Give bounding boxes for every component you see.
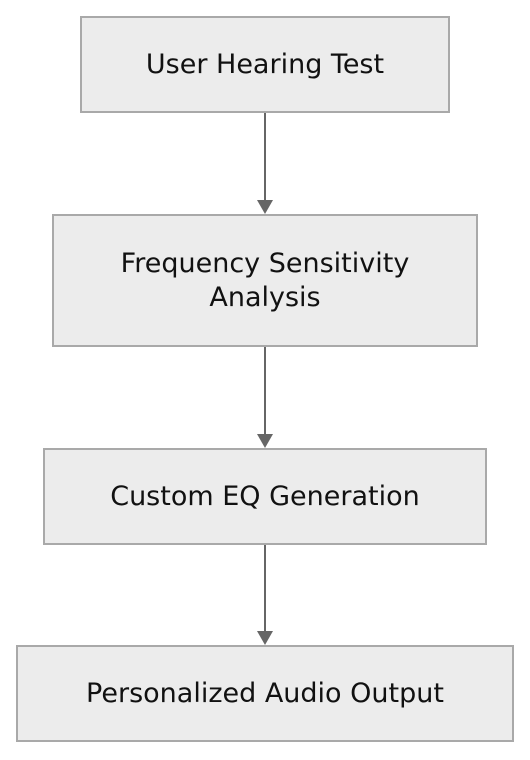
node-label: User Hearing Test (145, 48, 385, 80)
arrowhead-1-to-2 (257, 200, 273, 214)
node-frequency-sensitivity-analysis: Frequency Sensitivity Analysis (52, 214, 478, 347)
node-personalized-audio-output: Personalized Audio Output (16, 645, 514, 742)
node-label: Custom EQ Generation (110, 480, 420, 512)
node-custom-eq-generation: Custom EQ Generation (43, 448, 487, 545)
node-label-line-1: Frequency Sensitivity (120, 247, 410, 279)
arrowhead-2-to-3 (257, 434, 273, 448)
node-label: Personalized Audio Output (86, 677, 444, 709)
arrowhead-3-to-4 (257, 631, 273, 645)
node-user-hearing-test: User Hearing Test (80, 16, 450, 113)
node-label-line-2: Analysis (209, 281, 321, 313)
